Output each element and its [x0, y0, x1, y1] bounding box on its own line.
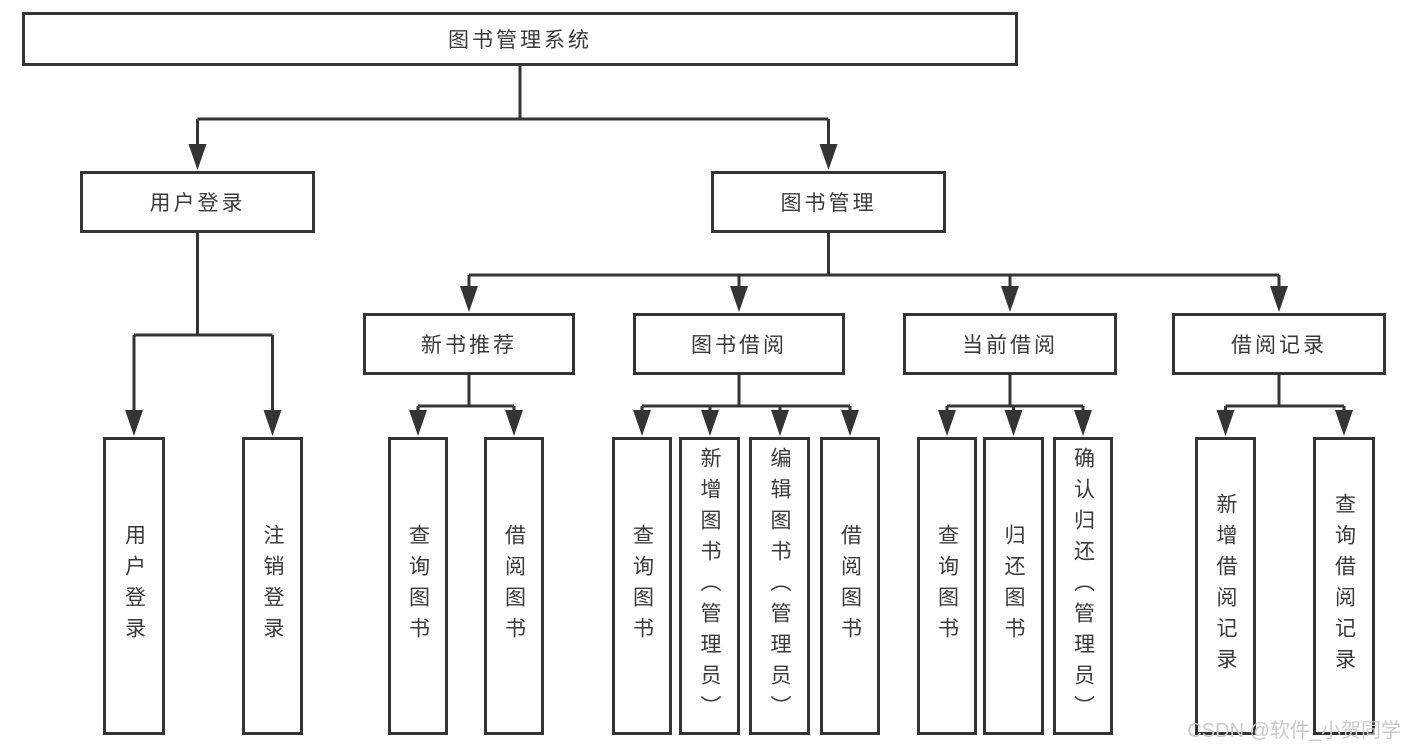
- node-user-login: 用户登录: [80, 171, 315, 233]
- node-book-borrowing: 图书借阅: [633, 313, 845, 375]
- node-label: 用户登录: [122, 524, 146, 648]
- leaf-add-books-admin: 新增图书（管理员）: [679, 437, 740, 735]
- csdn-watermark: CSDN @软件_小贺同学: [1187, 720, 1401, 742]
- node-label: 借阅图书: [838, 524, 862, 648]
- leaf-query-books-recommend: 查询图书: [388, 437, 448, 735]
- leaf-query-books-current: 查询图书: [917, 437, 977, 735]
- node-label: 查询图书: [630, 524, 654, 648]
- leaf-user-login: 用户登录: [103, 437, 165, 735]
- leaf-query-books-borrowing: 查询图书: [612, 437, 672, 735]
- node-library-system: 图书管理系统: [22, 12, 1018, 66]
- node-label: 图书管理系统: [448, 29, 592, 52]
- node-label: 归还图书: [1002, 524, 1025, 648]
- node-label: 图书借阅: [691, 334, 787, 357]
- leaf-return-books: 归还图书: [983, 437, 1044, 735]
- node-label: 新增图书（管理员）: [698, 446, 721, 726]
- node-label: 新增借阅记录: [1214, 493, 1237, 679]
- leaf-edit-books-admin: 编辑图书（管理员）: [749, 437, 810, 735]
- leaf-confirm-return-admin: 确认归还（管理员）: [1053, 437, 1113, 735]
- node-label: 借阅图书: [502, 524, 526, 648]
- node-label: 用户登录: [149, 192, 246, 215]
- node-label: 查询借阅记录: [1332, 493, 1356, 679]
- node-label: 注销登录: [261, 524, 284, 648]
- node-label: 借阅记录: [1231, 334, 1327, 357]
- node-label: 新书推荐: [421, 334, 517, 357]
- node-borrowing-records: 借阅记录: [1172, 313, 1386, 375]
- node-label: 图书管理: [780, 192, 877, 215]
- node-current-borrowing: 当前借阅: [903, 313, 1117, 375]
- leaf-borrow-books-borrowing: 借阅图书: [820, 437, 880, 735]
- leaf-query-borrow-record: 查询借阅记录: [1313, 437, 1375, 735]
- node-label: 编辑图书（管理员）: [768, 446, 791, 726]
- node-label: 确认归还（管理员）: [1071, 446, 1095, 726]
- node-label: 当前借阅: [962, 334, 1058, 357]
- leaf-logout: 注销登录: [242, 437, 303, 735]
- node-label: 查询图书: [935, 524, 959, 648]
- leaf-borrow-books-recommend: 借阅图书: [484, 437, 544, 735]
- node-new-book-recommend: 新书推荐: [363, 313, 575, 375]
- node-label: 查询图书: [406, 524, 430, 648]
- node-book-management: 图书管理: [711, 171, 946, 233]
- leaf-add-borrow-record: 新增借阅记录: [1195, 437, 1256, 735]
